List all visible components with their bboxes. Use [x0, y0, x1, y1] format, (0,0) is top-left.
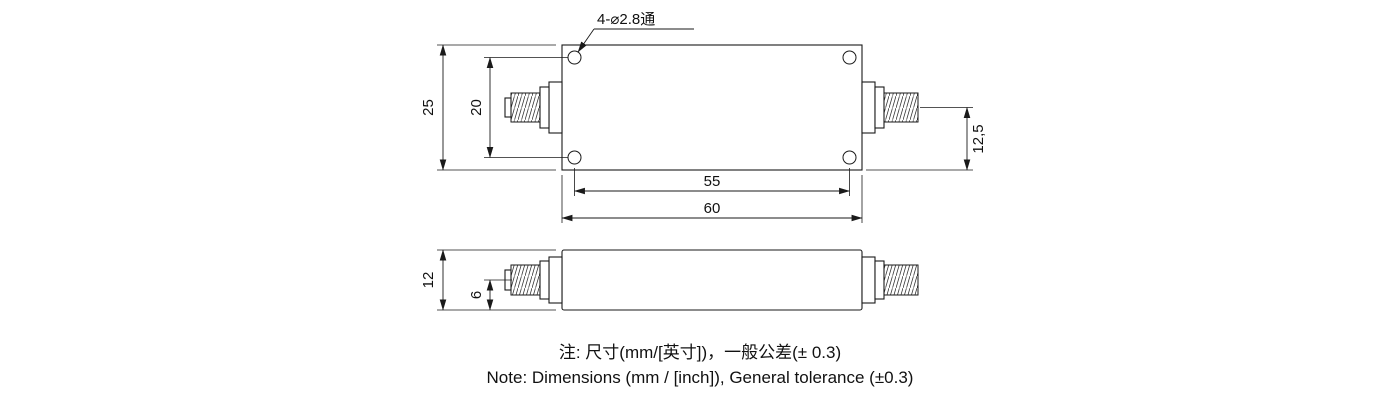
hole-callout-label: 4-⌀2.8通	[597, 11, 655, 28]
side-view-body	[561, 249, 863, 311]
sma-connector-left-side-view	[504, 256, 563, 304]
dim-label-6: 6	[468, 291, 485, 299]
side-view	[504, 249, 919, 311]
dimension-hole-spacing-horizontal: 55	[573, 168, 851, 196]
dim-label-25: 25	[420, 99, 437, 116]
note-line-zh: 注: 尺寸(mm/[英寸])，一般公差(± 0.3)	[559, 343, 841, 362]
note-line-en: Note: Dimensions (mm / [inch]), General …	[487, 368, 914, 387]
sma-connector-left-top-view	[504, 81, 563, 134]
mounting-hole-top-right	[842, 50, 857, 65]
dimension-side-center-height: 6	[468, 279, 512, 311]
hole-callout: 4-⌀2.8通	[577, 11, 694, 53]
dimension-side-height: 12	[420, 249, 556, 311]
mounting-hole-top-left	[567, 50, 582, 65]
dimension-overall-length: 60	[561, 175, 863, 223]
sma-connector-right-top-view	[861, 81, 919, 134]
dim-label-55: 55	[704, 173, 721, 190]
mounting-hole-bottom-right	[842, 150, 857, 165]
mounting-hole-bottom-left	[567, 150, 582, 165]
dim-label-12: 12	[420, 272, 437, 289]
top-view-body	[561, 44, 863, 171]
notes: 注: 尺寸(mm/[英寸])，一般公差(± 0.3) Note: Dimensi…	[487, 343, 914, 387]
dim-label-12-5: 12,5	[970, 124, 987, 153]
dimension-hole-spacing-vertical: 20	[468, 56, 568, 159]
sma-connector-right-side-view	[861, 256, 919, 304]
dim-label-20: 20	[468, 99, 485, 116]
top-view	[504, 44, 919, 171]
dim-label-60: 60	[704, 200, 721, 217]
dimension-overall-height: 25	[420, 44, 556, 171]
dimension-connector-center-to-bottom: 12,5	[866, 106, 987, 171]
